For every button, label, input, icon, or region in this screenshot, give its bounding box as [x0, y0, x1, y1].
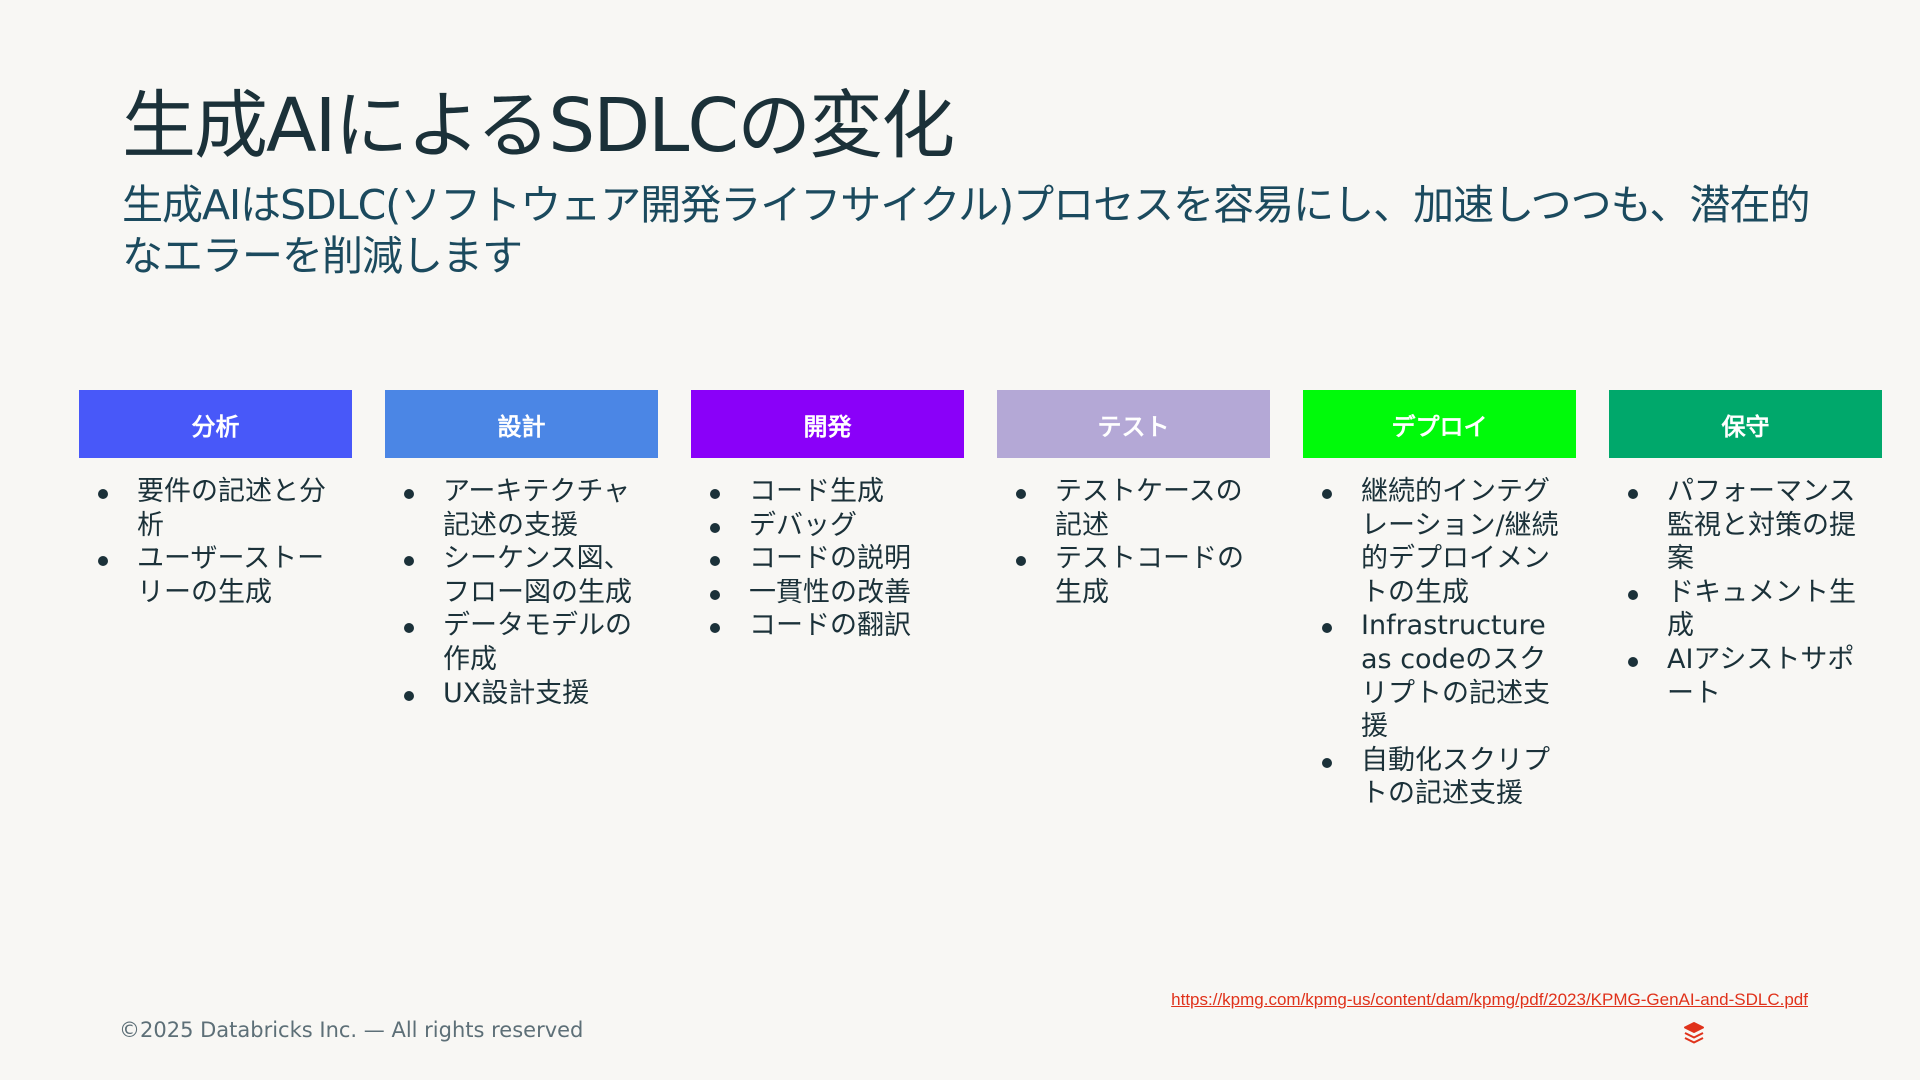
bullet-icon [404, 489, 414, 499]
list-item: ユーザーストーリーの生成 [79, 542, 352, 609]
list-item: コードの説明 [691, 542, 964, 576]
list-item: テストケースの記述 [997, 475, 1270, 542]
slide-subtitle: 生成AIはSDLC(ソフトウェア開発ライフサイクル)プロセスを容易にし、加速しつ… [122, 181, 1810, 280]
bullet-icon [404, 690, 414, 701]
list-item-text: コードの翻訳 [749, 610, 911, 642]
list-item: データモデルの作成 [385, 609, 658, 676]
list-item-text: デバッグ [749, 509, 857, 541]
bullet-icon [710, 623, 720, 634]
stage-list: コード生成 デバッグ コードの説明 一貫性の改善 コードの翻訳 [691, 475, 964, 643]
bullet-icon [1628, 589, 1638, 600]
list-item: UX設計支援 [385, 677, 658, 711]
list-item-text: アーキテクチャ記述の支援 [443, 476, 631, 541]
stage-deploy: デプロイ 継続的インテグレーション/継続的デプロイメントの生成 Infrastr… [1303, 390, 1576, 811]
list-item: パフォーマンス監視と対策の提案 [1609, 475, 1882, 576]
list-item-text: 継続的インテグレーション/継続的デプロイメントの生成 [1361, 476, 1559, 608]
list-item: AIアシストサポート [1609, 643, 1882, 710]
stage-list: 要件の記述と分析 ユーザーストーリーの生成 [79, 475, 352, 609]
list-item-text: データモデルの作成 [443, 610, 632, 675]
list-item: コードの翻訳 [691, 609, 964, 643]
list-item: コード生成 [691, 475, 964, 509]
stage-analysis: 分析 要件の記述と分析 ユーザーストーリーの生成 [79, 390, 352, 811]
bullet-icon [1016, 489, 1026, 499]
list-item-text: 自動化スクリプトの記述支援 [1361, 744, 1550, 810]
list-item-text: テストケースの記述 [1055, 476, 1243, 541]
list-item-text: 要件の記述と分析 [137, 476, 326, 541]
bullet-icon [1322, 757, 1332, 768]
stage-header: 開発 [691, 390, 964, 458]
list-item: 継続的インテグレーション/継続的デプロイメントの生成 [1303, 475, 1576, 609]
bullet-icon [98, 556, 108, 567]
bullet-icon [710, 556, 720, 567]
stage-list: パフォーマンス監視と対策の提案 ドキュメント生成 AIアシストサポート [1609, 475, 1882, 710]
list-item: シーケンス図、フロー図の生成 [385, 542, 658, 609]
list-item: 自動化スクリプトの記述支援 [1303, 744, 1576, 811]
list-item: 要件の記述と分析 [79, 475, 352, 542]
stage-header: 保守 [1609, 390, 1882, 458]
list-item: 一貫性の改善 [691, 576, 964, 610]
stage-test: テスト テストケースの記述 テストコードの生成 [997, 390, 1270, 811]
bullet-icon [1322, 489, 1332, 499]
stage-maintenance: 保守 パフォーマンス監視と対策の提案 ドキュメント生成 AIアシストサポート [1609, 390, 1882, 811]
list-item: ドキュメント生成 [1609, 576, 1882, 643]
list-item-text: ユーザーストーリーの生成 [137, 543, 325, 608]
list-item: デバッグ [691, 509, 964, 543]
stage-header: 分析 [79, 390, 352, 458]
list-item-text: UX設計支援 [443, 677, 590, 709]
list-item-text: テストコードの生成 [1055, 543, 1244, 608]
list-item-text: コード生成 [749, 476, 884, 507]
bullet-icon [404, 556, 414, 567]
list-item-text: パフォーマンス監視と対策の提案 [1667, 476, 1856, 575]
list-item: アーキテクチャ記述の支援 [385, 475, 658, 542]
list-item-text: シーケンス図、フロー図の生成 [443, 543, 632, 608]
list-item: Infrastructure as codeのスクリプトの記述支援 [1303, 609, 1576, 743]
list-item: テストコードの生成 [997, 542, 1270, 609]
list-item-text: コードの説明 [749, 543, 911, 575]
stage-list: 継続的インテグレーション/継続的デプロイメントの生成 Infrastructur… [1303, 475, 1576, 811]
stage-header: 設計 [385, 390, 658, 458]
bullet-icon [1322, 623, 1332, 634]
bullet-icon [98, 489, 108, 499]
slide-title: 生成AIによるSDLCの変化 [122, 83, 955, 169]
list-item-text: ドキュメント生成 [1667, 576, 1856, 642]
stage-design: 設計 アーキテクチャ記述の支援 シーケンス図、フロー図の生成 データモデルの作成… [385, 390, 658, 811]
list-item-text: 一貫性の改善 [749, 576, 911, 608]
stage-header: テスト [997, 390, 1270, 458]
bullet-icon [710, 489, 720, 499]
bullet-icon [404, 623, 414, 634]
bullet-icon [1628, 489, 1638, 499]
stage-development: 開発 コード生成 デバッグ コードの説明 一貫性の改善 コードの翻訳 [691, 390, 964, 811]
list-item-text: AIアシストサポート [1667, 643, 1855, 709]
bullet-icon [1628, 656, 1638, 667]
stage-list: アーキテクチャ記述の支援 シーケンス図、フロー図の生成 データモデルの作成 UX… [385, 475, 658, 710]
bullet-icon [710, 589, 720, 600]
databricks-logo-icon [1684, 1022, 1704, 1044]
stage-list: テストケースの記述 テストコードの生成 [997, 475, 1270, 609]
source-link[interactable]: https://kpmg.com/kpmg-us/content/dam/kpm… [1171, 990, 1808, 1009]
footer-copyright: ©2025 Databricks Inc. — All rights reser… [119, 1018, 584, 1042]
bullet-icon [1016, 556, 1026, 567]
list-item-text: Infrastructure as codeのスクリプトの記述支援 [1361, 610, 1550, 743]
sdlc-stages: 分析 要件の記述と分析 ユーザーストーリーの生成 設計 アーキテクチャ記述の支援… [79, 390, 1882, 811]
bullet-icon [710, 522, 720, 533]
stage-header: デプロイ [1303, 390, 1576, 458]
